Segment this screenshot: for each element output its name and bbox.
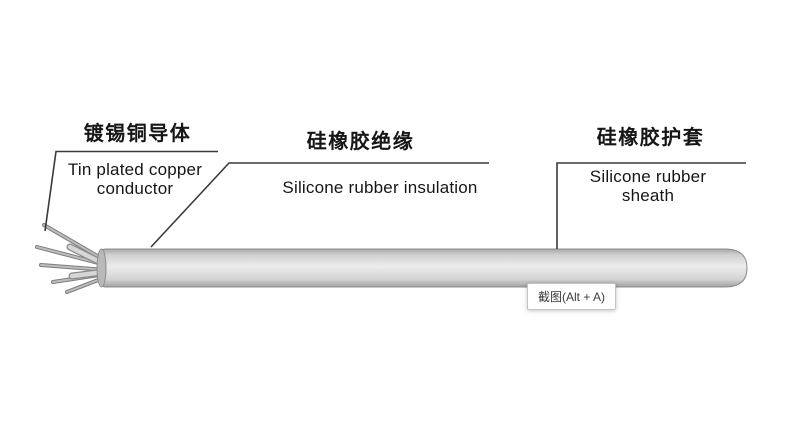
leader-line-sheath — [556, 162, 746, 249]
label-insulation-zh: 硅橡胶绝缘 — [306, 131, 415, 153]
label-conductor-en-line1: Tin plated copper — [67, 160, 203, 179]
label-sheath-en-line1: Silicone rubber — [589, 167, 707, 186]
conductor-wires — [35, 223, 108, 294]
label-sheath-en-line2: sheath — [621, 186, 675, 205]
label-conductor-zh: 镀锡铜导体 — [83, 123, 192, 145]
leader-lines — [44, 150, 746, 249]
label-conductor-en-line2: conductor — [96, 179, 174, 198]
cable-opening — [96, 248, 107, 288]
leader-line-conductor — [44, 150, 218, 232]
screenshot-tooltip: 截图(Alt + A) — [527, 283, 617, 310]
label-insulation-en: Silicone rubber insulation — [282, 178, 478, 197]
leader-line-insulation — [150, 162, 489, 248]
cable-body — [99, 248, 748, 288]
label-sheath-zh: 硅橡胶护套 — [596, 127, 705, 149]
